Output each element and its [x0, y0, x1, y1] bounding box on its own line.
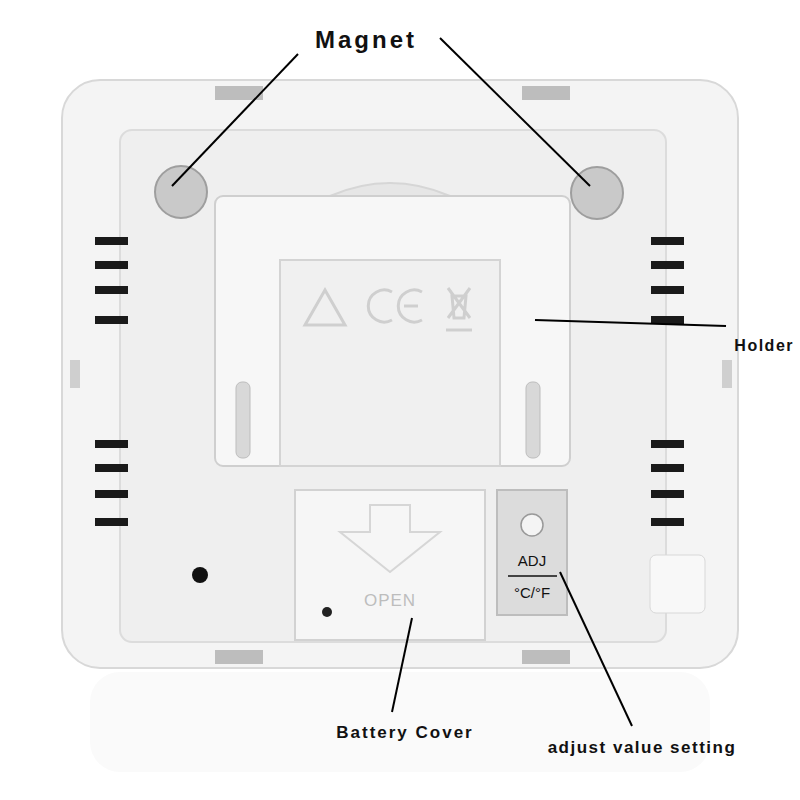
hinge [330, 183, 450, 196]
embossed-marks [305, 288, 472, 330]
leader-line [560, 572, 632, 726]
leader-line [172, 54, 298, 186]
ce-mark-e [398, 290, 422, 322]
callout-label: Holder [734, 337, 794, 355]
vent [95, 440, 128, 448]
clip [215, 650, 263, 664]
ce-mark-c [368, 290, 392, 322]
magnet [155, 166, 207, 218]
sensor-hole [192, 567, 208, 583]
vents [95, 237, 684, 526]
vent [651, 464, 684, 472]
vent [651, 490, 684, 498]
recycle-mark [305, 290, 345, 325]
clip [522, 650, 570, 664]
vent [95, 316, 128, 324]
clip [522, 86, 570, 100]
panel-divider [508, 575, 557, 577]
side-plug [650, 555, 705, 613]
back-recess [120, 130, 666, 642]
vent [95, 261, 128, 269]
holder-slot [526, 382, 540, 458]
vent [651, 518, 684, 526]
holder-slot [236, 382, 250, 458]
housing [62, 80, 738, 668]
printed-marking: °C/°F [514, 584, 550, 601]
callout-label: adjust value setting [548, 738, 737, 758]
vent [651, 286, 684, 294]
adjust-button [521, 514, 543, 536]
vent [95, 490, 128, 498]
leader-line [535, 320, 726, 326]
vent [651, 261, 684, 269]
adjust-panel [497, 490, 567, 615]
printed-marking: ADJ [518, 552, 546, 569]
vent [95, 237, 128, 245]
clip [70, 360, 80, 388]
leader-line [392, 618, 412, 712]
clip [722, 360, 732, 388]
leader-line [440, 38, 590, 186]
callout-label: Magnet [315, 26, 417, 54]
leader-lines [172, 38, 726, 726]
embossed-text: OPEN [364, 591, 416, 611]
battery-cover [295, 490, 485, 640]
vent [651, 440, 684, 448]
holder [215, 196, 570, 466]
vent [651, 237, 684, 245]
open-arrow [340, 505, 440, 572]
weee-mark [446, 288, 472, 330]
vent [95, 464, 128, 472]
callout-label: Battery Cover [336, 723, 474, 743]
screw-hole [322, 607, 332, 617]
vent [95, 286, 128, 294]
holder-panel [280, 260, 500, 466]
vent [95, 518, 128, 526]
